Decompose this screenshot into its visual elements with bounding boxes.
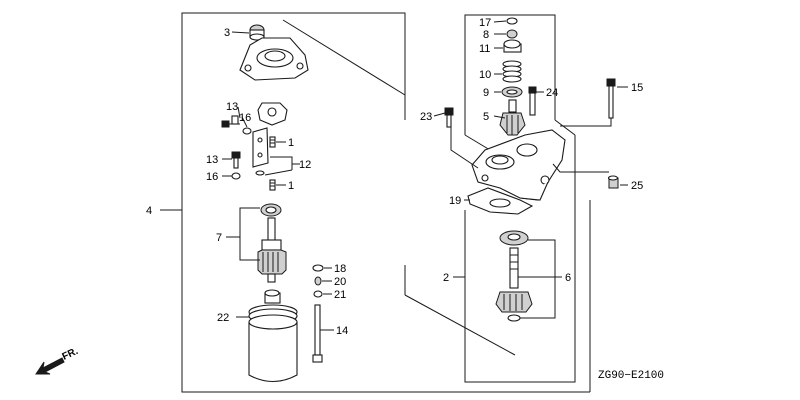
upper-housing — [239, 37, 309, 81]
callout-7: 7 — [216, 232, 222, 244]
part-1-pin-upper — [269, 136, 276, 148]
callout-17: 17 — [479, 17, 491, 29]
callout-13-lower: 13 — [206, 154, 218, 166]
callout-8: 8 — [483, 29, 489, 41]
perspective-line-diag — [404, 294, 516, 356]
callout-20: 20 — [334, 276, 346, 288]
collar — [264, 289, 281, 304]
part-10-spring — [502, 60, 522, 83]
part-1-pin-lower — [269, 179, 276, 191]
perspective-line-top — [282, 19, 406, 96]
part-6-washer-bottom — [507, 314, 521, 322]
callout-10: 10 — [479, 69, 491, 81]
part-13-bolt-lower — [231, 151, 241, 169]
callout-14: 14 — [336, 325, 348, 337]
part-11-cap — [503, 39, 522, 53]
part-20-washer — [314, 276, 322, 286]
callout-1-upper: 1 — [288, 137, 294, 149]
callout-12: 12 — [299, 159, 311, 171]
sub-frame-lower — [464, 135, 576, 383]
callout-23: 23 — [420, 111, 432, 123]
part-3-cap — [249, 24, 265, 41]
part-19-gasket — [467, 187, 534, 215]
callout-19: 19 — [449, 195, 461, 207]
callout-11: 11 — [479, 43, 490, 55]
callout-21: 21 — [334, 289, 346, 301]
part-25-dowel — [607, 175, 619, 189]
front-direction-arrow — [35, 357, 65, 375]
part-13-bolt-upper — [221, 115, 240, 128]
callout-13-upper: 13 — [226, 101, 238, 113]
part-8-washer — [506, 29, 518, 39]
part-18-washer — [312, 264, 324, 272]
governor-body — [257, 102, 288, 126]
callout-9: 9 — [483, 87, 489, 99]
callout-6: 6 — [565, 272, 571, 284]
part-12-plate — [252, 127, 269, 168]
callout-18: 18 — [334, 263, 346, 275]
callout-25: 25 — [631, 180, 643, 192]
gear-case-housing — [471, 129, 566, 201]
callout-15: 15 — [631, 82, 643, 94]
part-22-cartridge — [248, 304, 298, 383]
callout-16-upper: 16 — [239, 112, 251, 124]
callout-3: 3 — [224, 27, 230, 39]
part-16-washer-upper — [242, 127, 252, 135]
sub-frame-link-2 — [464, 134, 491, 151]
callout-2: 2 — [443, 272, 449, 284]
part-9-bushing — [501, 86, 523, 98]
part-6-shaft — [495, 247, 533, 313]
part-7-gear-shaft — [257, 203, 287, 283]
callout-1-lower: 1 — [288, 180, 294, 192]
assembly-frame — [181, 12, 590, 393]
part-21-washer — [313, 290, 323, 298]
part-14-long-bolt — [312, 304, 323, 363]
sub-frame-upper — [464, 14, 556, 135]
part-5-gear — [499, 99, 526, 136]
part-17-clip — [506, 17, 518, 25]
part-6-bearing-top — [499, 230, 529, 246]
part-23-bolt — [444, 107, 454, 128]
diagram-code: ZG90−E2100 — [598, 370, 664, 382]
callout-22: 22 — [217, 312, 229, 324]
sub-frame-link-1 — [554, 119, 576, 136]
part-24-bolt — [528, 86, 537, 116]
callout-4: 4 — [146, 205, 152, 217]
callout-5: 5 — [483, 111, 489, 123]
callout-16-lower: 16 — [206, 171, 218, 183]
part-15-bolt — [606, 78, 616, 119]
part-16-washer-lower — [231, 172, 241, 180]
small-washer — [255, 170, 265, 176]
callout-24: 24 — [546, 87, 558, 99]
front-direction-label: FR. — [61, 346, 80, 363]
leader-lines — [160, 20, 628, 331]
